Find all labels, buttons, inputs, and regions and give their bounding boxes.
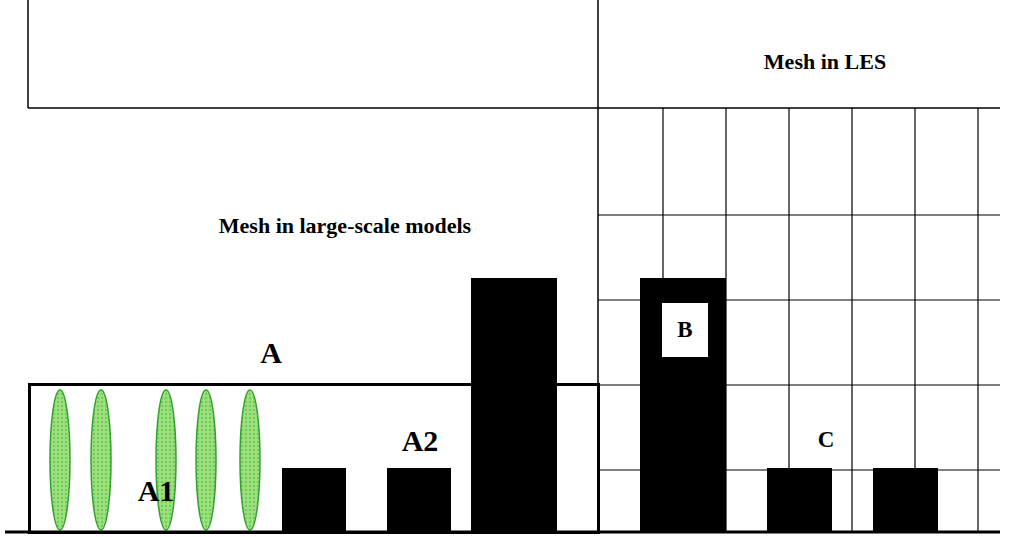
building-block <box>282 278 938 532</box>
region-title: Mesh in large-scale models <box>219 214 471 238</box>
box-label: B <box>677 317 692 342</box>
frame-line <box>28 107 1000 109</box>
cell-marker-box: B <box>662 303 708 357</box>
model-domain-box: A <box>28 383 600 534</box>
les-grid <box>598 108 1000 532</box>
area-label: A2 <box>402 424 439 457</box>
box-label: A <box>260 336 282 369</box>
area-label: C <box>818 427 835 452</box>
area-label: A1 <box>138 474 175 507</box>
tree-ellipse <box>50 390 260 530</box>
region-title: Mesh in LES <box>764 50 886 74</box>
frame-line <box>27 0 29 108</box>
